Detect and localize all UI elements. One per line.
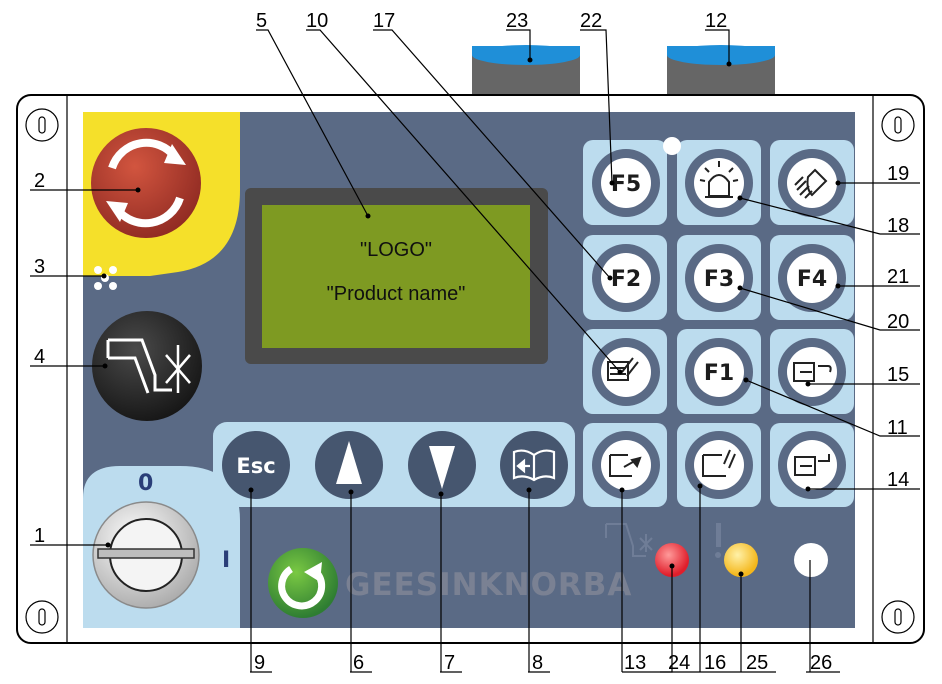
red-status-led xyxy=(655,543,689,577)
callout-12: 12 xyxy=(705,10,727,32)
white-status-led xyxy=(794,543,828,577)
callout-22: 22 xyxy=(580,10,602,32)
connector-12 xyxy=(667,45,775,95)
callout-19: 19 xyxy=(887,163,909,185)
callout-18: 18 xyxy=(887,215,909,237)
svg-text:F4: F4 xyxy=(797,267,827,292)
arrow-down-button[interactable] xyxy=(408,431,476,499)
callout-15: 15 xyxy=(887,364,909,386)
callout-23: 23 xyxy=(506,10,528,32)
callout-14: 14 xyxy=(887,469,909,491)
bin-lift-button[interactable] xyxy=(778,431,846,499)
callout-8: 8 xyxy=(532,652,543,674)
svg-text:F1: F1 xyxy=(704,361,734,386)
connector-23 xyxy=(472,45,580,95)
callout-20: 20 xyxy=(887,311,909,333)
warning-exclamation-icon xyxy=(715,523,721,558)
mode-button[interactable] xyxy=(92,311,202,421)
lcd-line-1: "LOGO" xyxy=(360,239,432,261)
callout-17: 17 xyxy=(373,10,395,32)
arrow-up-button[interactable] xyxy=(315,431,383,499)
esc-button[interactable]: Esc xyxy=(222,431,290,499)
book-icon xyxy=(512,449,556,482)
status-led-small xyxy=(663,137,681,155)
compactor-icon xyxy=(607,357,639,381)
lcd-line-2: "Product name" xyxy=(327,283,466,305)
yellow-status-led xyxy=(724,543,758,577)
callout-4: 4 xyxy=(34,346,45,368)
tailgate-lift-icon xyxy=(793,362,832,382)
beacon-icon xyxy=(699,161,739,198)
tailgate-open-icon xyxy=(609,454,642,477)
tailgate-open-button[interactable] xyxy=(592,431,660,499)
callout-1: 1 xyxy=(34,525,45,547)
work-light-icon xyxy=(794,168,828,199)
callout-24: 24 xyxy=(668,652,690,674)
callout-10: 10 xyxy=(306,10,328,32)
screw-icon xyxy=(25,108,915,634)
f5-button[interactable]: F5 xyxy=(592,149,660,217)
callout-2: 2 xyxy=(34,170,45,192)
switch-position-0: 0 xyxy=(138,471,153,496)
callout-3: 3 xyxy=(34,256,45,278)
callout-9: 9 xyxy=(254,652,265,674)
f1-button[interactable]: F1 xyxy=(685,338,753,406)
f4-button[interactable]: F4 xyxy=(778,244,846,312)
callout-26: 26 xyxy=(810,652,832,674)
navigation-strip xyxy=(213,422,575,507)
tailgate-close-button[interactable] xyxy=(685,431,753,499)
key-switch[interactable] xyxy=(92,501,200,609)
compactor-function-button[interactable] xyxy=(592,338,660,406)
indicator-dots-icon xyxy=(94,266,117,290)
svg-text:F5: F5 xyxy=(611,172,641,197)
callout-13: 13 xyxy=(624,652,646,674)
callout-6: 6 xyxy=(353,652,364,674)
arrow-down-icon xyxy=(429,446,455,489)
leader-lines xyxy=(30,29,920,673)
callout-25: 25 xyxy=(746,652,768,674)
geesinknorba-logo-icon xyxy=(268,548,338,618)
emergency-stop-button[interactable] xyxy=(91,128,201,238)
svg-text:F3: F3 xyxy=(704,267,734,292)
lcd-screen xyxy=(262,205,530,348)
callout-21: 21 xyxy=(887,266,909,288)
bin-lift-icon xyxy=(794,454,830,476)
beacon-light-button[interactable] xyxy=(685,149,753,217)
f2-button[interactable]: F2 xyxy=(592,244,660,312)
svg-text:F2: F2 xyxy=(611,267,641,292)
work-light-button[interactable] xyxy=(778,149,846,217)
leader-dots xyxy=(101,57,841,577)
crossing-mode-icon xyxy=(605,523,653,557)
tailgate-close-icon xyxy=(702,449,736,477)
callout-numbers: 5 10 17 23 22 12 2 3 4 1 19 18 21 20 15 … xyxy=(34,10,909,674)
callout-16: 16 xyxy=(704,652,726,674)
switch-position-I: I xyxy=(222,548,230,573)
tailgate-lift-button[interactable] xyxy=(778,338,846,406)
callout-7: 7 xyxy=(444,652,455,674)
manual-book-button[interactable] xyxy=(500,431,568,499)
brand-name: GEESINKNORBA xyxy=(345,567,632,603)
callout-5: 5 xyxy=(256,10,267,32)
callout-11: 11 xyxy=(887,417,908,439)
f3-button[interactable]: F3 xyxy=(685,244,753,312)
arrow-up-icon xyxy=(336,441,362,484)
svg-text:Esc: Esc xyxy=(236,454,275,478)
